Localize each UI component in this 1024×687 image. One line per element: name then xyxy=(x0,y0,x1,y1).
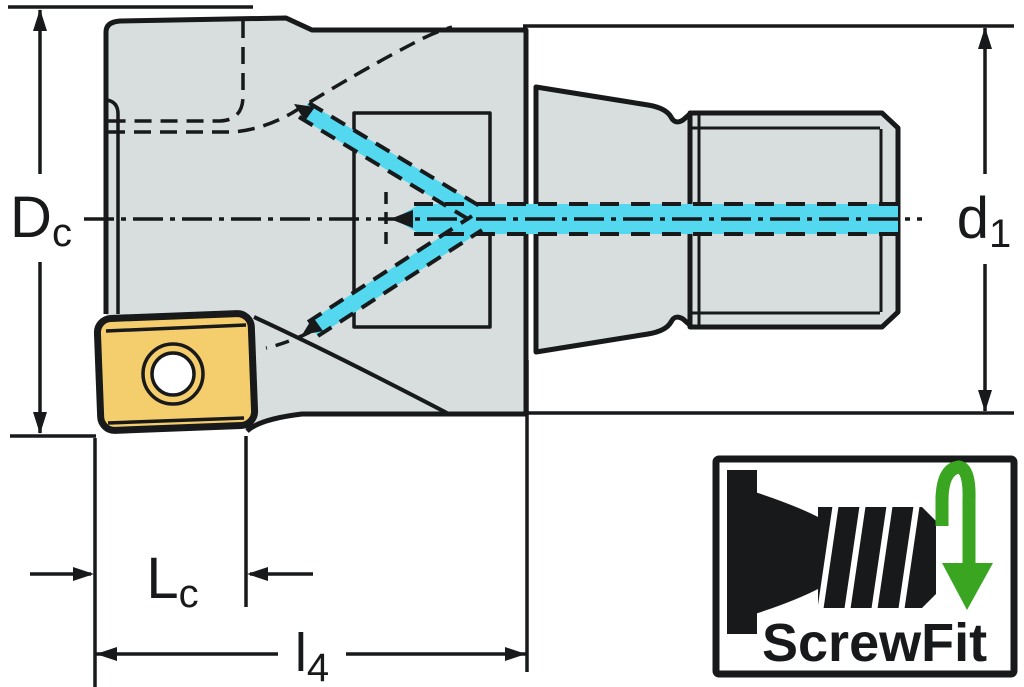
arrow-down-icon xyxy=(978,390,992,412)
dim-label-lc-sub: c xyxy=(178,572,199,616)
screwfit-logo: ScrewFit xyxy=(712,455,1018,678)
cutting-sweep-curve xyxy=(253,315,448,415)
dim-label-d1-sub: 1 xyxy=(989,212,1012,256)
dim-label-dc-base: D xyxy=(10,185,52,250)
dimension-lc xyxy=(30,436,313,687)
arrow-left-icon xyxy=(247,567,268,581)
logo-border xyxy=(712,455,1018,678)
coolant-arrow-icon xyxy=(302,317,323,335)
arrow-left-icon xyxy=(96,647,117,661)
dim-label-l4-base: l xyxy=(294,622,307,683)
coolant-arrow-icon xyxy=(294,104,315,121)
dim-label-d1-base: d xyxy=(956,186,989,251)
insert-screw-hole xyxy=(141,342,205,406)
logo-text: ScrewFit xyxy=(762,613,987,673)
arrow-down-icon xyxy=(33,412,47,434)
arrow-right-icon xyxy=(73,567,94,581)
dim-label-l4-sub: 4 xyxy=(306,645,330,687)
logo-screw-icon xyxy=(727,470,936,634)
logo-updown-arrow-icon xyxy=(935,460,993,610)
arrow-up-icon xyxy=(33,9,47,31)
insert xyxy=(93,310,259,434)
dim-label-lc-base: L xyxy=(146,546,179,611)
arrow-right-icon xyxy=(505,647,526,661)
arrow-up-icon xyxy=(978,27,992,49)
dim-label-dc-sub: c xyxy=(51,211,72,255)
